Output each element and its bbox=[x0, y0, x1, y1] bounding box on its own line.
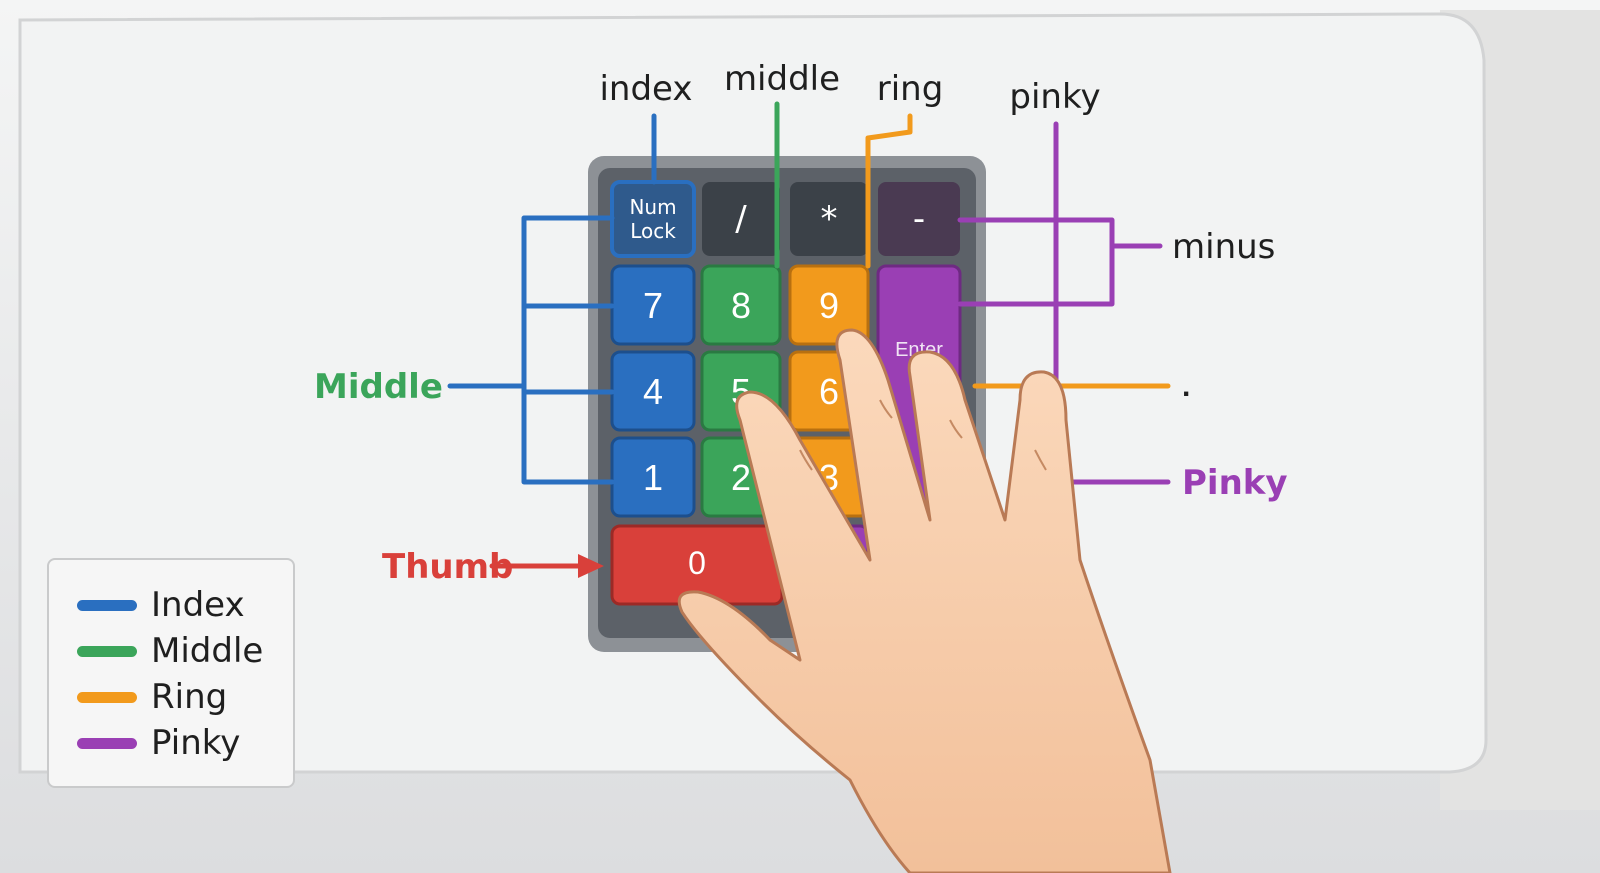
key-num-lock-label-2: Lock bbox=[630, 219, 676, 243]
key-4[interactable]: 4 bbox=[610, 350, 696, 432]
legend-label-pinky: Pinky bbox=[151, 723, 241, 763]
key-9[interactable]: 9 bbox=[788, 264, 870, 346]
legend-item-middle: Middle bbox=[77, 628, 293, 674]
thumb-arrow-head bbox=[578, 554, 604, 578]
key-1-label: 1 bbox=[643, 457, 663, 498]
decimal-label: . bbox=[1182, 370, 1190, 403]
key-minus[interactable]: - bbox=[878, 182, 960, 256]
key-num-lock-label-1: Num bbox=[629, 195, 676, 219]
middle-group-label: Middle bbox=[314, 367, 443, 407]
key-multiply-label: * bbox=[821, 199, 838, 239]
key-multiply[interactable]: * bbox=[790, 182, 868, 256]
legend-label-middle: Middle bbox=[151, 631, 264, 671]
legend-swatch-index bbox=[77, 599, 137, 611]
key-1[interactable]: 1 bbox=[610, 436, 696, 518]
legend-label-index: Index bbox=[151, 585, 245, 625]
key-8-label: 8 bbox=[731, 285, 751, 326]
key-7-label: 7 bbox=[643, 285, 663, 326]
legend-swatch-middle bbox=[77, 645, 137, 657]
key-slash-label: / bbox=[735, 199, 747, 239]
legend-swatch-pinky bbox=[77, 737, 137, 749]
index-bracket bbox=[521, 215, 615, 485]
key-0-label: 0 bbox=[688, 545, 706, 581]
pinky-finger-label: pinky bbox=[1009, 77, 1100, 117]
middle-finger-label: middle bbox=[724, 59, 840, 99]
key-8[interactable]: 8 bbox=[700, 264, 782, 346]
key-7[interactable]: 7 bbox=[610, 264, 696, 346]
finger-color-legend: Index Middle Ring Pinky bbox=[47, 558, 295, 788]
minus-label: minus bbox=[1172, 227, 1275, 267]
legend-item-ring: Ring bbox=[77, 674, 293, 720]
hand-illustration bbox=[677, 328, 1172, 873]
key-slash[interactable]: / bbox=[702, 182, 780, 256]
legend-item-pinky: Pinky bbox=[77, 720, 293, 766]
thumb-label: Thumb bbox=[382, 547, 513, 587]
leader-lines bbox=[447, 101, 1171, 569]
key-num-lock[interactable]: Num Lock bbox=[610, 180, 696, 258]
legend-swatch-ring bbox=[77, 691, 137, 703]
key-6-label: 6 bbox=[819, 371, 839, 412]
index-finger-label: index bbox=[599, 69, 692, 109]
ring-finger-label: ring bbox=[877, 69, 944, 109]
key-minus-label: - bbox=[913, 199, 925, 239]
key-9-label: 9 bbox=[819, 285, 839, 326]
key-4-label: 4 bbox=[643, 371, 663, 412]
legend-label-ring: Ring bbox=[151, 677, 228, 717]
pinky-group-label: Pinky bbox=[1182, 463, 1288, 503]
minus-bracket bbox=[957, 217, 1163, 307]
ring-leader bbox=[865, 113, 913, 269]
legend-item-index: Index bbox=[77, 582, 293, 628]
key-2-label: 2 bbox=[731, 457, 751, 498]
